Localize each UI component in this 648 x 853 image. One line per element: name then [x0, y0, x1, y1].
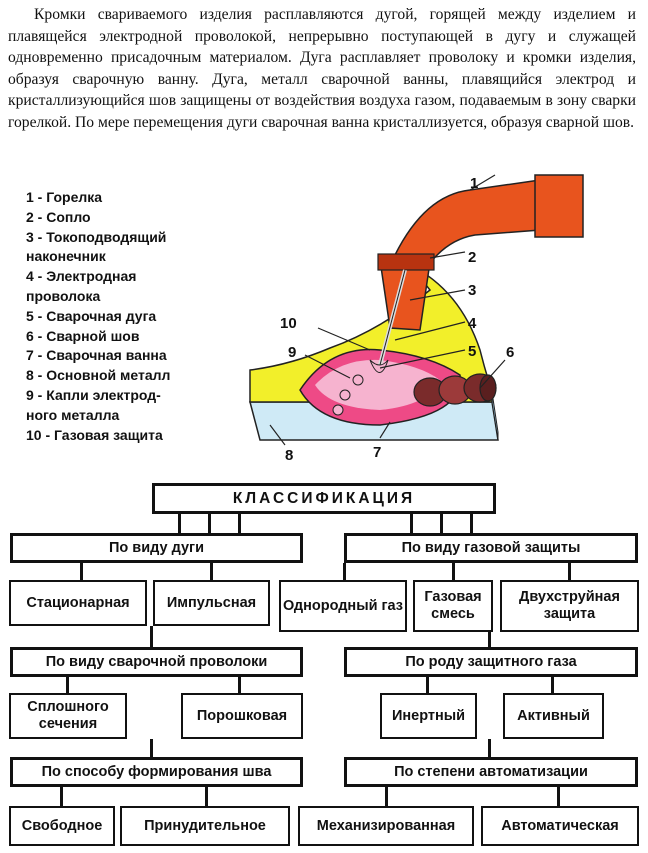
- item-forced: Принудительное: [120, 806, 290, 846]
- header-gas-protection: По виду газовой защиты: [344, 533, 638, 563]
- item-stationary: Стационарная: [9, 580, 147, 626]
- legend-item: наконечник: [26, 248, 106, 265]
- connector: [208, 514, 211, 534]
- connector: [210, 563, 213, 583]
- diagram-number: 10: [280, 315, 297, 332]
- legend-item: 10 - Газовая защита: [26, 426, 163, 443]
- legend-item: 7 - Сварочная ванна: [26, 347, 167, 364]
- legend-item: 5 - Сварочная дуга: [26, 307, 157, 324]
- diagram-number: 1: [470, 175, 478, 192]
- connector: [205, 787, 208, 809]
- legend-item: 8 - Основной металл: [26, 367, 171, 384]
- item-homogeneous-gas: Однородный газ: [279, 580, 407, 632]
- item-dual-jet: Двухструйная защита: [500, 580, 639, 632]
- item-solid-section: Сплошного сечения: [9, 693, 127, 739]
- diagram-number: 6: [506, 344, 514, 361]
- legend-item: ного металла: [26, 406, 120, 423]
- diagram-number: 7: [373, 444, 381, 461]
- diagram-number: 9: [288, 344, 296, 361]
- connector: [568, 563, 571, 583]
- connector: [551, 677, 554, 697]
- item-flux-cored: Порошковая: [181, 693, 303, 739]
- item-active: Активный: [503, 693, 604, 739]
- legend-item: 9 - Капли электрод-: [26, 386, 161, 403]
- connector: [385, 787, 388, 809]
- droplet: [332, 404, 344, 416]
- connector: [488, 632, 491, 648]
- item-inert: Инертный: [380, 693, 477, 739]
- connector: [343, 563, 346, 583]
- header-wire-type: По виду сварочной проволоки: [10, 647, 303, 677]
- item-pulse: Импульсная: [153, 580, 270, 626]
- connector: [238, 677, 241, 697]
- legend-item: 1 - Горелка: [26, 189, 103, 205]
- weld-seam: [413, 373, 497, 407]
- torch-handle: [534, 174, 584, 238]
- diagram-number: 5: [468, 343, 476, 360]
- legend-item: 4 - Электродная: [26, 268, 137, 285]
- intro-paragraph: Кромки свариваемого изделия расплавляютс…: [8, 6, 636, 131]
- diagram-legend: 1 - Горелка 2 - Сопло 3 - Токоподводящий…: [26, 188, 226, 445]
- welding-diagram: 1 2 3 4 5 6 7 8 9 10: [249, 174, 584, 464]
- droplet: [339, 389, 351, 401]
- connector: [452, 563, 455, 583]
- item-automatic: Автоматическая: [481, 806, 639, 846]
- legend-item: 3 - Токоподводящий: [26, 228, 167, 245]
- connector: [150, 626, 153, 648]
- diagram-number: 8: [285, 447, 293, 464]
- connector: [238, 514, 241, 534]
- connector: [488, 739, 491, 759]
- connector: [66, 677, 69, 697]
- header-gas-kind: По роду защитного газа: [344, 647, 638, 677]
- diagram-number: 3: [468, 282, 476, 299]
- connector: [470, 514, 473, 534]
- item-gas-mixture: Газовая смесь: [413, 580, 493, 632]
- diagram-number: 2: [468, 249, 476, 266]
- connector: [60, 787, 63, 809]
- connector: [150, 739, 153, 759]
- nozzle-ring: [377, 253, 435, 271]
- droplet: [352, 374, 364, 386]
- arc: [369, 359, 389, 373]
- header-automation: По степени автоматизации: [344, 757, 638, 787]
- connector: [178, 514, 181, 534]
- diagram-number: 4: [468, 315, 477, 332]
- connector: [410, 514, 413, 534]
- connector: [80, 563, 83, 583]
- leader-lines: [269, 174, 506, 446]
- legend-item: 6 - Сварной шов: [26, 327, 140, 344]
- connector: [557, 787, 560, 809]
- header-arc-type: По виду дуги: [10, 533, 303, 563]
- legend-item: проволока: [26, 287, 101, 304]
- header-seam-forming: По способу формирования шва: [10, 757, 303, 787]
- item-mechanized: Механизированная: [298, 806, 474, 846]
- classification-title: КЛАССИФИКАЦИЯ: [152, 483, 496, 514]
- connector: [426, 677, 429, 697]
- legend-item: 2 - Сопло: [26, 208, 91, 225]
- connector: [440, 514, 443, 534]
- item-free: Свободное: [9, 806, 115, 846]
